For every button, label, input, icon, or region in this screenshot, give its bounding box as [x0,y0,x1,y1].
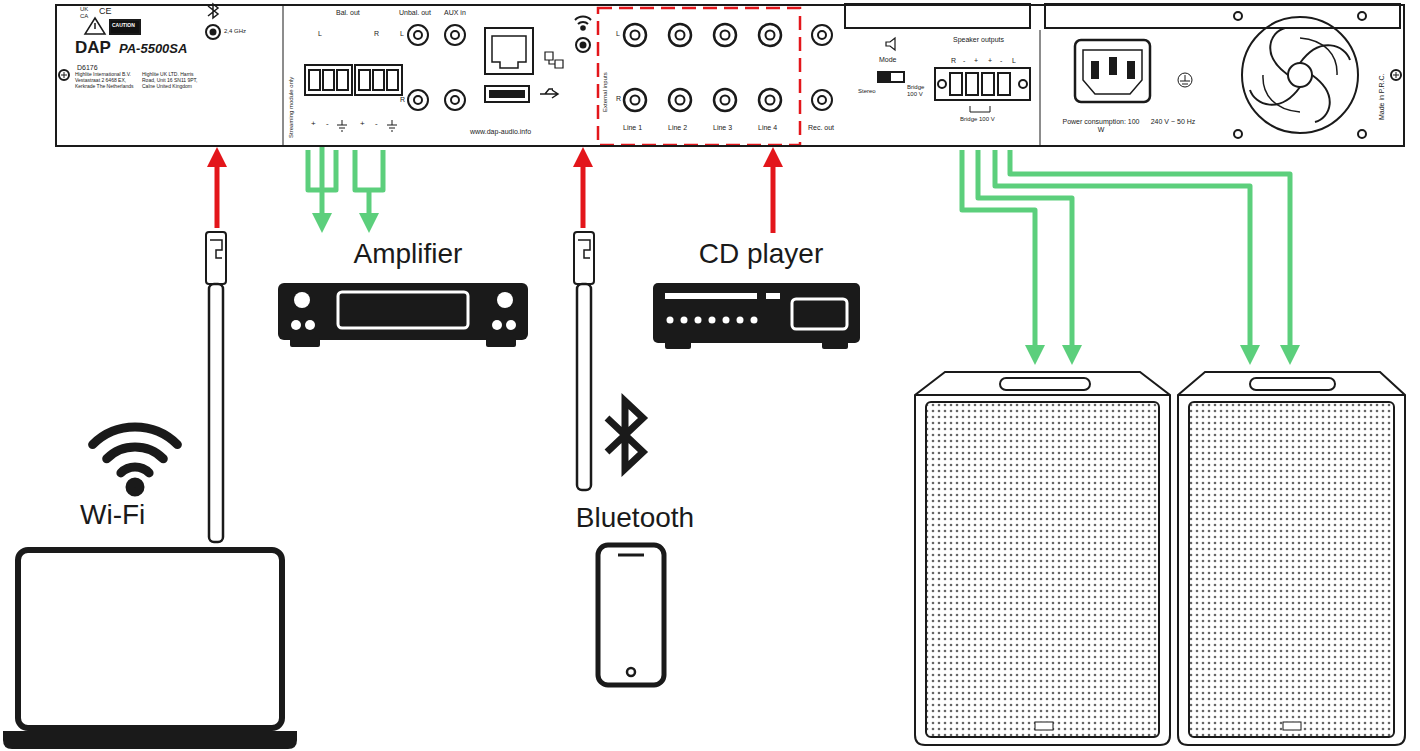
panel-label: UK CA [80,6,90,20]
panel-label: Bridge 100 V [907,84,933,98]
line-input-arrow [771,165,776,233]
rear-panel [59,4,1401,145]
wifi-antenna [206,232,226,542]
panel-label: + [360,119,365,128]
bluetooth-signal-arrow [581,165,586,228]
cd-player-device: CD player [650,233,872,348]
panel-label: R [400,96,405,104]
bluetooth-symbol [607,401,643,469]
panel-label: - [963,57,965,65]
panel-label: L [616,30,620,38]
bluetooth-antenna [574,232,594,490]
panel-label: R [616,95,621,103]
panel-label: + [988,57,992,65]
panel-label: L [1012,57,1016,65]
panel-label: Bridge 100 V [960,116,995,123]
laptop-icon [3,550,297,749]
panel-label: R [374,30,379,38]
panel-label: Highlite International B.V. Vestastraat … [75,72,135,89]
panel-label: CAUTION [112,23,135,29]
node-label: Amplifier [275,239,541,270]
panel-label: Line 1 [623,124,642,132]
wifi-laptop: Wi-Fi [0,228,300,751]
vertical-panel-label: Streaming module only [288,77,295,138]
node-label: CD player [650,239,872,270]
panel-label: 240 V ~ 50 Hz [1148,118,1198,126]
panel-label: L [400,30,404,38]
vertical-panel-label: External inputs [602,72,609,112]
node-label: Wi-Fi [80,500,145,531]
panel-label: Mode [879,56,897,64]
wifi-signal-arrow [215,165,220,228]
node-label: Bluetooth [545,503,725,534]
panel-label: R [951,57,956,65]
panel-label: www.dap-audio.info [470,128,531,136]
panel-label: Stereo [858,88,876,95]
panel-label: Line 3 [713,124,732,132]
node-label: PA-5500SA [119,42,187,56]
panel-label: - [326,119,329,128]
vertical-panel-label: Made in P.R.C. [1378,73,1386,120]
panel-label: Line 4 [758,124,777,132]
node-label: DAP [75,39,111,58]
speaker-right [1178,372,1405,745]
panel-label: Rec. out [808,124,834,132]
node-label: D6176 [77,64,98,72]
panel-label: Bal. out [336,9,360,17]
panel-label: CE [99,6,112,16]
bluetooth-phone: Bluetooth [545,228,725,693]
panel-label: AUX in [444,9,466,17]
panel-label: Speaker outputs [953,36,1004,44]
panel-label: + [311,119,316,128]
panel-label: Line 2 [668,124,687,132]
amplifier-icon [278,283,528,347]
phone-icon [598,545,664,685]
panel-label: + [974,57,978,65]
panel-label: - [375,119,378,128]
wifi-symbol [93,427,178,492]
panel-label: Highlite UK LTD. Harris Road, Unit 16 SN… [142,72,202,89]
speaker-left [915,372,1170,745]
panel-label: - [1000,57,1002,65]
panel-label: Unbal. out [399,9,431,17]
balanced-out-arrow [320,147,325,215]
panel-label: Power consumption: 100 W [1062,118,1140,134]
panel-label: 2,4 GHz [224,28,246,35]
cd-player-icon [653,283,860,349]
amplifier-device: Amplifier [275,233,541,348]
panel-label: L [318,30,322,38]
